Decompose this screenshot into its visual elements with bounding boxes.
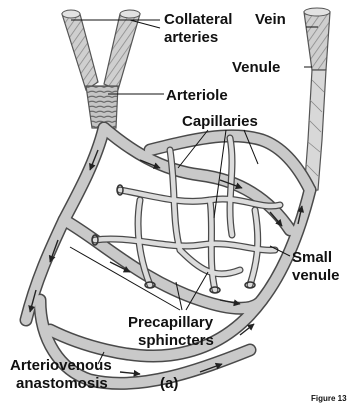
label-small-venule-line2: venule (292, 267, 340, 284)
label-small-venule-line1: Small (292, 249, 332, 266)
label-vein: Vein (255, 11, 286, 28)
label-venule: Venule (232, 59, 280, 76)
label-arteriole: Arteriole (166, 87, 228, 104)
labels: Collateral arteries Vein Venule Arteriol… (10, 11, 347, 403)
arteriole (86, 86, 118, 128)
label-precapillary-line2: sphincters (138, 332, 214, 349)
label-arteriovenous-line1: Arteriovenous (10, 357, 112, 374)
label-capillaries: Capillaries (182, 113, 258, 130)
label-precapillary-line1: Precapillary (128, 314, 214, 331)
collateral-arteries (62, 10, 140, 90)
label-arteriovenous-line2: anastomosis (16, 375, 108, 392)
label-collateral-arteries-line2: arteries (164, 29, 218, 46)
label-collateral-arteries-line1: Collateral (164, 11, 232, 28)
panel-label: (a) (160, 375, 178, 392)
figure-caption: Figure 13 (311, 394, 347, 403)
vein (304, 8, 330, 70)
